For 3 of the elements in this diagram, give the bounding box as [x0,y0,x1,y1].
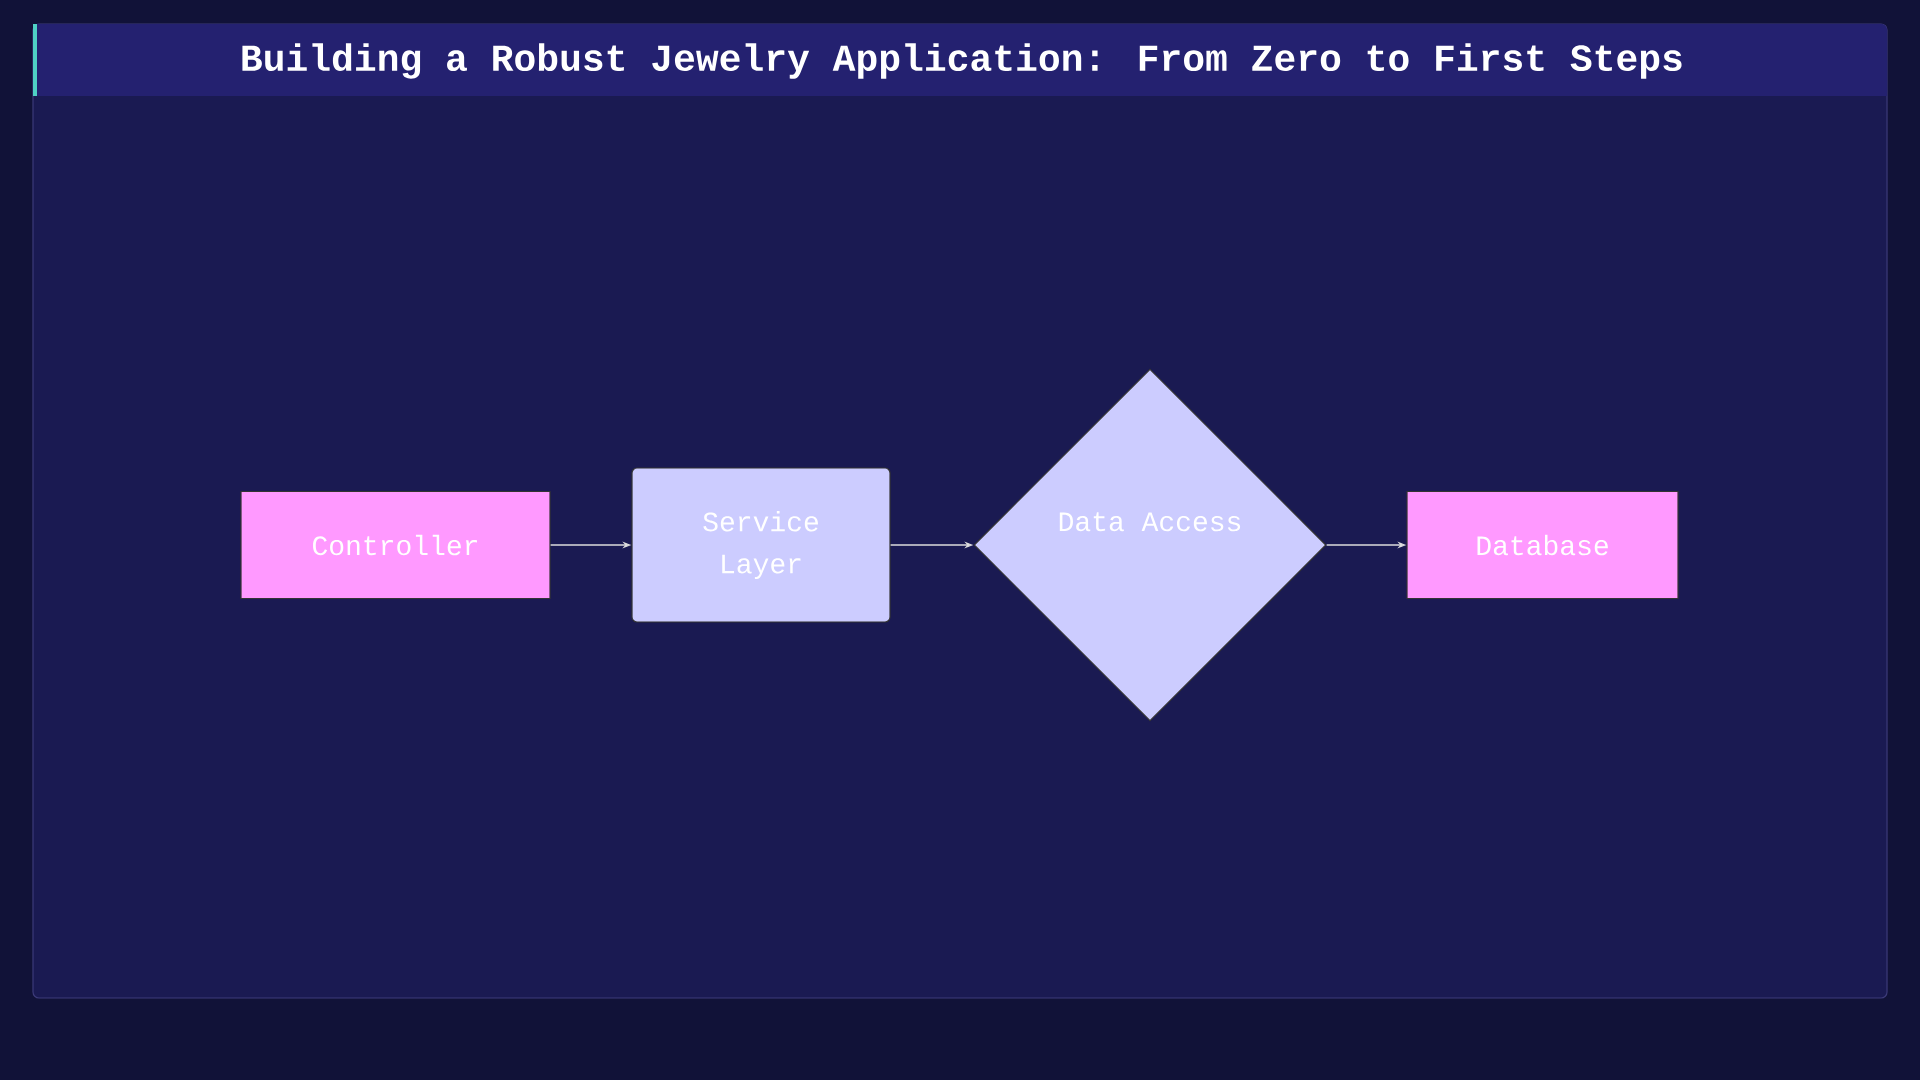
process-box: Controller [240,490,551,600]
process-box: Database [1406,490,1679,600]
title: Building a Robust Jewelry Application: From Zero to First Steps [242,43,1682,79]
